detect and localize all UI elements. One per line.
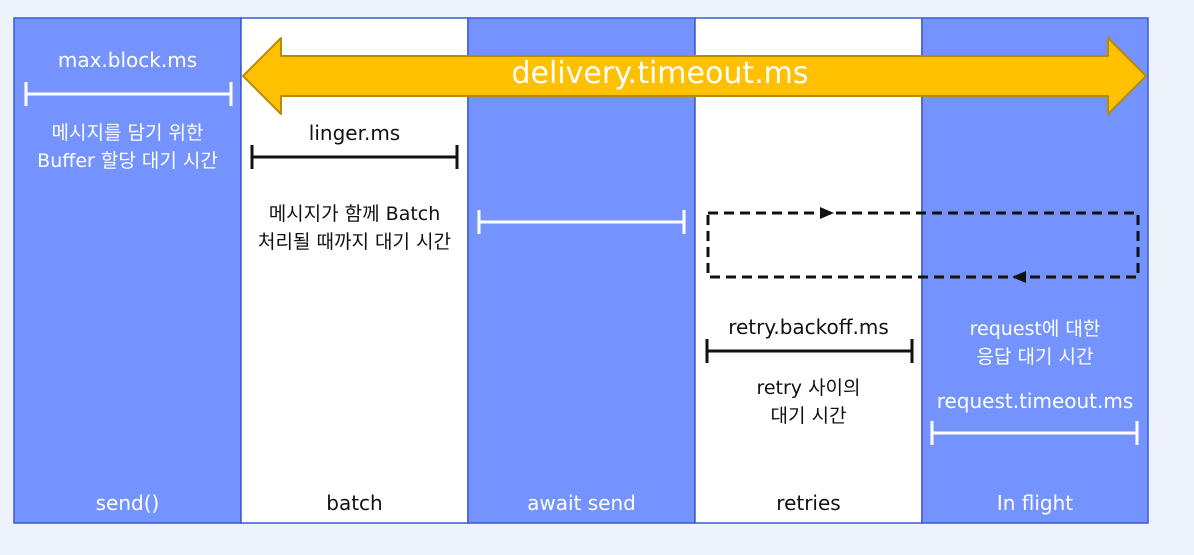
max-block-desc-line1: 메시지를 담기 위한 [51,122,204,144]
phase-label-in-flight: In flight [996,491,1074,515]
column-retries [694,17,923,524]
retry-backoff-label: retry.backoff.ms [728,315,889,339]
request-timeout-span-bar [930,421,1139,445]
retry-loop-arrowhead-left [1012,271,1026,283]
retry-backoff-span-bar [705,339,914,363]
column-send [13,17,242,524]
column-await-send [467,17,696,524]
linger-span-bar [250,145,459,169]
max-block-desc-line2: Buffer 할당 대기 시간 [37,150,218,172]
max-block-span-bar [24,82,233,106]
phase-label-batch: batch [326,491,383,515]
linger-label: linger.ms [308,121,401,145]
linger-desc-line2: 처리될 때까지 대기 시간 [258,231,451,253]
request-timeout-label: request.timeout.ms [936,389,1134,413]
delivery-timeout-double-arrow [242,37,1147,115]
phase-label-await-send: await send [527,491,636,515]
retry-loop-arrowhead-right [820,207,834,219]
phase-label-retries: retries [776,491,841,515]
max-block-label: max.block.ms [57,48,198,72]
request-timeout-desc-line2: 응답 대기 시간 [976,346,1094,368]
phase-label-send: send() [95,491,160,515]
await-send-span-bar [477,210,686,234]
linger-desc-line1: 메시지가 함께 Batch [268,203,441,225]
request-timeout-desc-line1: request에 대한 [969,318,1101,340]
retry-loop-dashed [706,211,1140,279]
retry-backoff-desc-line2: 대기 시간 [770,405,847,427]
delivery-timeout-label: delivery.timeout.ms [511,56,809,91]
retry-backoff-desc-line1: retry 사이의 [756,377,861,399]
